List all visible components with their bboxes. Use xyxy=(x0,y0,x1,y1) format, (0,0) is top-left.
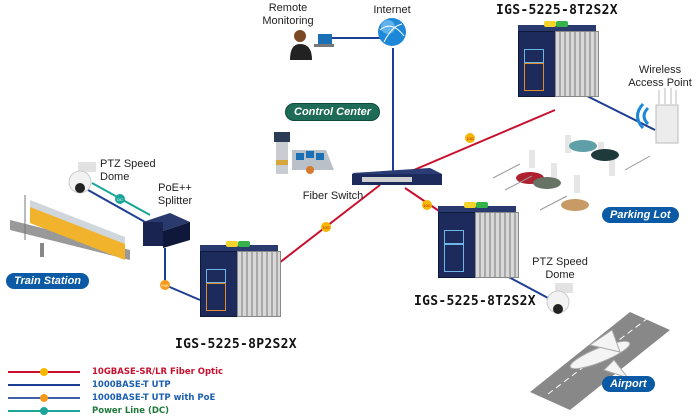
utp-link-ptz-to-splitter xyxy=(87,189,146,223)
internet-globe-icon xyxy=(378,18,406,46)
legend-item-dc: Power Line (DC) xyxy=(8,405,223,417)
internet-label: Internet xyxy=(373,4,411,16)
utp-link-switch-to-wireless-ap xyxy=(584,94,656,131)
model-bottom-left: IGS-5225-8P2S2X xyxy=(175,337,297,352)
fiber-link-switch-to-top-right xyxy=(394,109,556,179)
ptz-dome-left-icon xyxy=(68,162,96,194)
ptz-left-label: PTZ Speed Dome xyxy=(100,158,156,183)
fiber-switch-label: Fiber Switch xyxy=(302,190,364,202)
legend-item-poe: 1000BASE-T UTP with PoE xyxy=(8,392,223,404)
poe-badge: PoE xyxy=(160,280,170,290)
model-top-right: IGS-5225-8T2S2X xyxy=(496,3,618,18)
wireless-access-point-icon xyxy=(636,88,679,144)
poe-link-splitter-to-bottom-left xyxy=(164,248,201,301)
control-center-badge: Control Center xyxy=(285,103,380,121)
model-middle-right: IGS-5225-8T2S2X xyxy=(414,294,536,309)
wireless-ap-label: Wireless Access Point xyxy=(628,64,692,89)
poe-badge-icon xyxy=(40,394,48,402)
svg-text:10G: 10G xyxy=(466,136,474,141)
switch-middle-right xyxy=(438,202,524,280)
control-center-icon xyxy=(274,132,334,174)
ptz-dome-right-icon xyxy=(546,283,573,314)
airport-badge: Airport xyxy=(602,376,655,392)
legend-item-fiber: 10GBASE-SR/LR Fiber Optic xyxy=(8,366,223,378)
poe-splitter-icon xyxy=(143,213,190,248)
fiber-badge-icon xyxy=(40,368,48,376)
svg-text:DC: DC xyxy=(117,197,123,202)
parking-lot-icon xyxy=(492,135,651,211)
remote-monitoring-label: Remote Monitoring xyxy=(262,2,314,27)
remote-monitoring-person-icon xyxy=(290,30,334,60)
svg-text:10G: 10G xyxy=(423,203,431,208)
train-icon xyxy=(10,195,130,260)
poe-splitter-label: PoE++ Splitter xyxy=(157,182,193,207)
fiber-badge-top: 10G xyxy=(465,133,475,143)
switch-bottom-left xyxy=(200,241,286,319)
train-station-badge: Train Station xyxy=(6,273,90,289)
legend-item-utp: 1000BASE-T UTP xyxy=(8,379,223,391)
dc-badge-icon xyxy=(40,407,48,415)
fiber-badge-left: 10G xyxy=(321,222,331,232)
legend: 10GBASE-SR/LR Fiber Optic 1000BASE-T UTP… xyxy=(8,366,223,418)
parking-lot-badge: Parking Lot xyxy=(602,207,679,223)
svg-text:10G: 10G xyxy=(322,225,330,230)
fiber-badge-mid: 10G xyxy=(422,200,432,210)
ptz-right-label: PTZ Speed Dome xyxy=(532,256,588,281)
switch-top-right xyxy=(518,21,604,99)
airport-runway-icon xyxy=(530,312,670,410)
dc-badge: DC xyxy=(115,194,125,204)
svg-text:PoE: PoE xyxy=(161,283,169,288)
utp-link-middle-switch-to-ptz xyxy=(504,274,549,299)
fiber-switch-icon xyxy=(352,168,442,185)
